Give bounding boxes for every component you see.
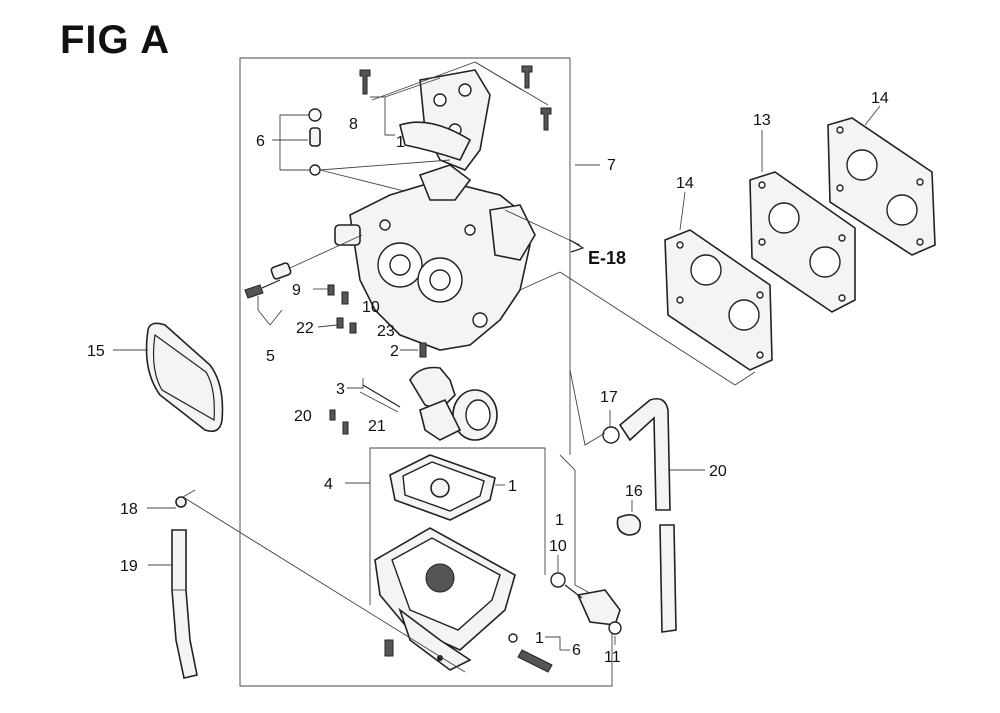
callout-16: 16 (625, 483, 643, 500)
throttle-cover-plate (399, 69, 491, 171)
callout-3: 3 (336, 381, 345, 398)
callout-6: 6 (572, 642, 581, 659)
part-19-tube (171, 496, 198, 679)
drain-screw (508, 633, 553, 673)
assembly-boundary (239, 57, 613, 687)
callout-11: 10 (549, 538, 567, 555)
reference-e18: E-18 (588, 248, 626, 268)
callout-4: 4 (324, 476, 333, 493)
callout-14-front: 14 (676, 175, 694, 192)
part-15-gasket (145, 322, 224, 433)
part-3-elbow (329, 366, 498, 441)
callout-7: 6 (256, 133, 265, 150)
callout-12: 11 (604, 649, 621, 666)
callout-1-drain: 1 (535, 630, 544, 647)
callout-19: 19 (120, 558, 138, 575)
carburetor-body (334, 164, 536, 351)
callout-leaders (113, 77, 881, 651)
callout-1-top: 1 (396, 134, 405, 151)
part-14-gasket-front (664, 229, 773, 371)
callout-9: 8 (349, 116, 358, 133)
callout-15: 15 (87, 343, 105, 360)
callout-13: 13 (753, 112, 771, 129)
callout-17: 17 (600, 389, 618, 406)
figure-title: FIG A (60, 18, 171, 62)
callout-10-b: 10 (362, 299, 380, 316)
callout-20: 20 (709, 463, 727, 480)
callout-2: 2 (390, 343, 399, 360)
callout-1-gasket: 1 (508, 478, 517, 495)
callout-22: 21 (368, 418, 386, 435)
callout-10-a: 9 (292, 282, 301, 299)
callout-23-a: 22 (296, 320, 314, 337)
float-chamber (374, 527, 516, 671)
part-14-gasket-rear (827, 117, 936, 256)
float-chamber-gasket (389, 454, 496, 521)
float-chamber-bracket (369, 447, 546, 605)
callout-18: 18 (120, 501, 138, 518)
part-20-tube (569, 369, 677, 633)
callout-8: 7 (607, 157, 616, 174)
callout-21: 20 (294, 408, 312, 425)
callout-14-rear: 14 (871, 90, 889, 107)
fuel-cut-solenoid (550, 572, 622, 635)
part-13-insulator (749, 171, 856, 313)
callout-5: 5 (266, 348, 275, 365)
callout-23-b: 23 (377, 323, 395, 340)
callout-1-solenoid: 1 (555, 512, 564, 529)
cover-screws (359, 61, 552, 131)
left-small-parts (244, 234, 427, 358)
